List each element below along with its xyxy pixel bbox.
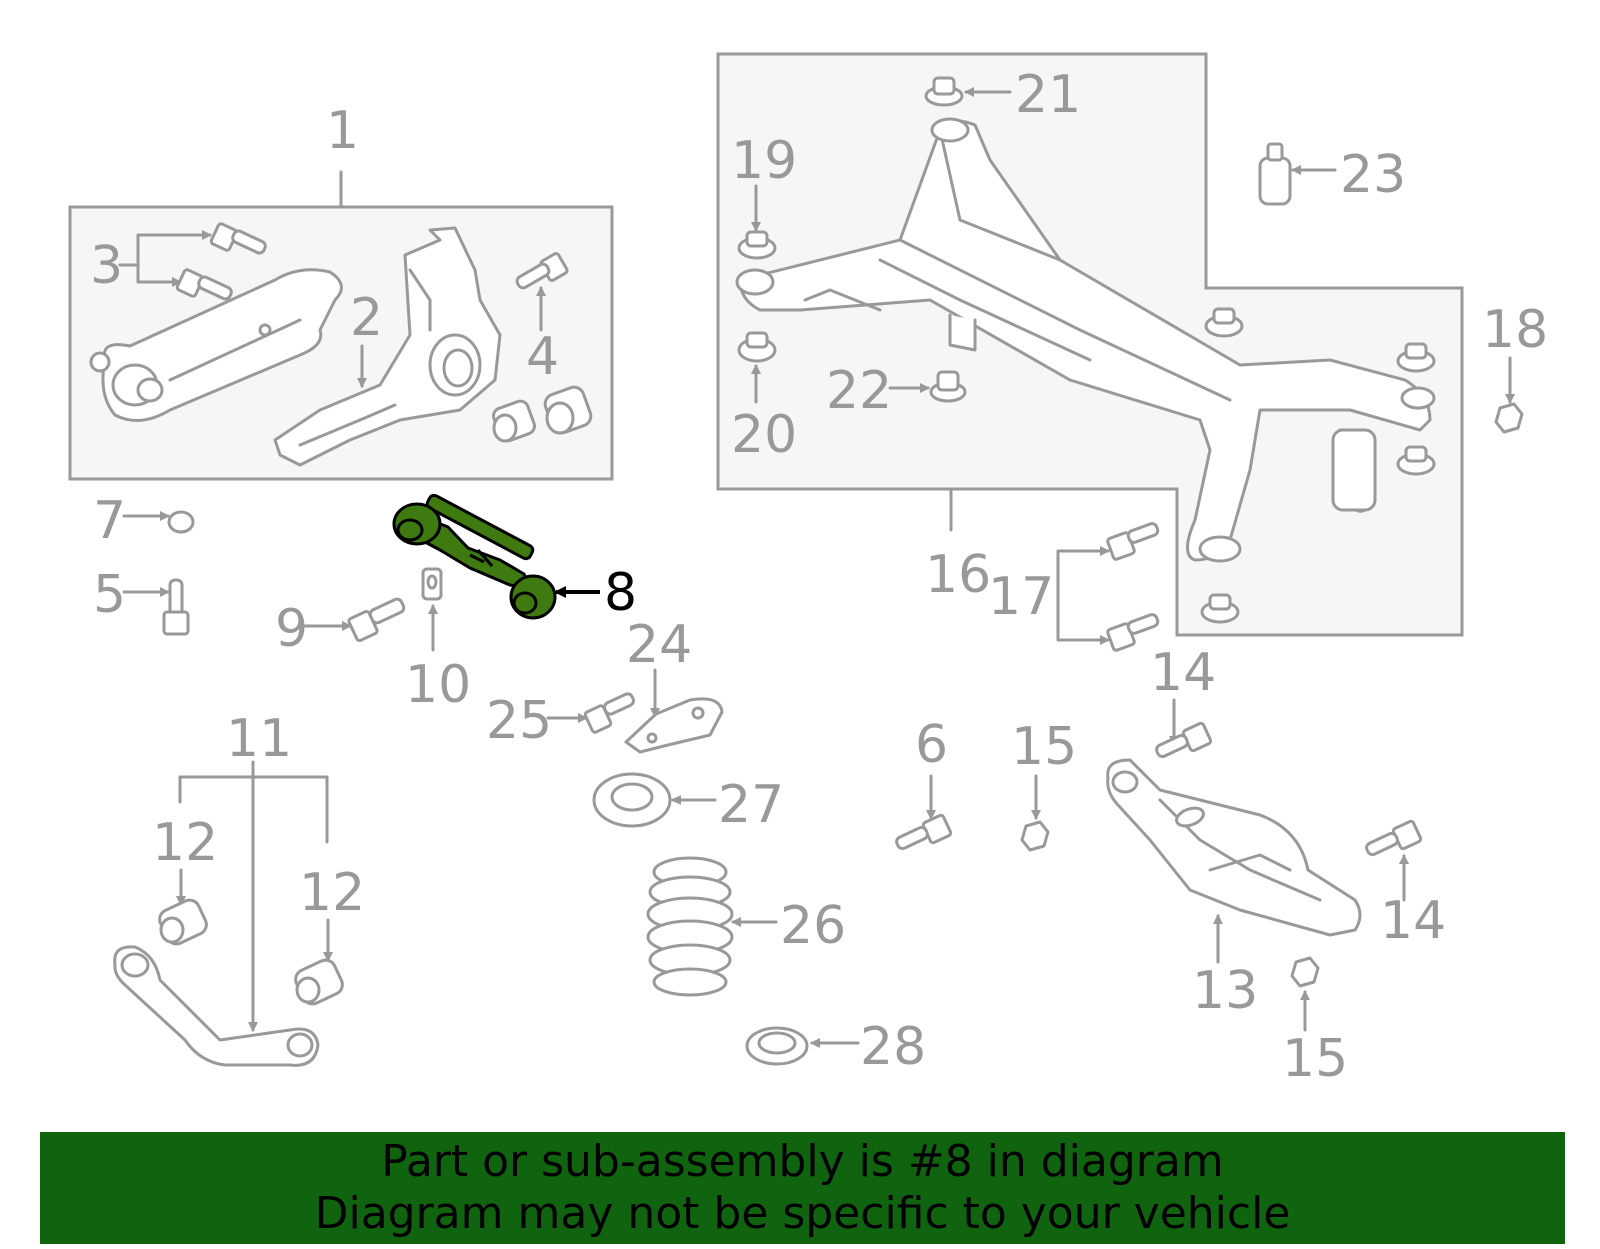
knuckle-icon — [273, 226, 502, 467]
callout-21: 21 — [1015, 65, 1081, 125]
nut-icon — [1020, 820, 1050, 852]
bolt-icon — [347, 597, 406, 643]
spring-seat-icon — [745, 1026, 809, 1066]
callout-17: 17 — [988, 567, 1054, 627]
callout-15b: 15 — [1282, 1029, 1348, 1089]
callout-2: 2 — [350, 288, 383, 348]
bushing-icon — [492, 399, 536, 443]
callout-28: 28 — [860, 1017, 926, 1077]
callout-1: 1 — [326, 101, 359, 161]
callout-14a: 14 — [1150, 643, 1216, 703]
callout-23: 23 — [1340, 145, 1406, 205]
callout-6: 6 — [915, 715, 948, 775]
callout-4: 4 — [526, 327, 559, 387]
bushing-icon — [1204, 307, 1244, 338]
lateral-link-part-8[interactable] — [392, 493, 557, 620]
callout-22: 22 — [826, 361, 892, 421]
callout-19: 19 — [731, 131, 797, 191]
bushing-icon — [1396, 445, 1436, 476]
coil-spring-icon — [646, 856, 734, 997]
callout-10: 10 — [405, 655, 471, 715]
callout-20: 20 — [731, 405, 797, 465]
bolt-icon — [1106, 522, 1160, 561]
callout-26: 26 — [780, 896, 846, 956]
spring-seat-icon — [592, 772, 672, 828]
bushing-icon — [294, 958, 344, 1006]
nut-icon — [1290, 956, 1320, 988]
bolt-icon — [515, 252, 569, 290]
bracket-icon — [624, 697, 724, 754]
callout-11: 11 — [226, 709, 292, 769]
bolt-icon — [1106, 613, 1160, 652]
bolt-icon — [209, 222, 267, 255]
callout-25: 25 — [486, 691, 552, 751]
callout-14b: 14 — [1380, 891, 1446, 951]
callout-8: 8 — [604, 563, 637, 623]
info-banner: Part or sub-assembly is #8 in diagram Di… — [40, 1132, 1565, 1244]
bushing-icon — [1200, 593, 1240, 624]
callout-3: 3 — [90, 236, 123, 296]
control-arm-icon — [113, 945, 320, 1067]
callout-12b: 12 — [299, 863, 365, 923]
bushing-icon — [737, 230, 777, 260]
bolt-icon — [1155, 721, 1213, 759]
bolt-icon — [175, 268, 233, 301]
callout-5: 5 — [93, 565, 126, 625]
lower-control-arm-icon — [1106, 758, 1362, 937]
bolt-icon — [1365, 819, 1423, 857]
callout-27: 27 — [718, 775, 784, 835]
nut-icon — [924, 76, 964, 107]
banner-line-2: Diagram may not be specific to your vehi… — [314, 1188, 1291, 1239]
trailing-arm-icon — [89, 268, 343, 422]
banner-line-1: Part or sub-assembly is #8 in diagram — [381, 1136, 1224, 1187]
callout-9: 9 — [275, 599, 308, 659]
washer-icon — [167, 510, 195, 534]
bushing-icon — [543, 385, 593, 435]
bolt-icon — [583, 692, 635, 734]
mount-icon — [1258, 142, 1292, 206]
bushing-icon — [158, 898, 208, 946]
callout-12a: 12 — [152, 813, 218, 873]
bushing-icon — [737, 331, 777, 363]
group-box-1: 1 3 2 — [68, 101, 614, 481]
subframe-icon — [735, 117, 1436, 563]
callout-24: 24 — [626, 615, 692, 675]
callout-15a: 15 — [1011, 717, 1077, 777]
bolt-icon — [162, 578, 190, 636]
group-box-16: 16 21 19 — [716, 52, 1464, 637]
bolt-icon — [895, 813, 953, 851]
bushing-icon — [1396, 342, 1436, 373]
callout-13: 13 — [1192, 961, 1258, 1021]
callout-7: 7 — [93, 491, 126, 551]
nut-icon — [1494, 402, 1524, 434]
nut-icon — [929, 370, 967, 403]
shim-hole-icon — [426, 574, 438, 590]
callout-16: 16 — [925, 545, 991, 605]
callout-18: 18 — [1482, 300, 1548, 360]
